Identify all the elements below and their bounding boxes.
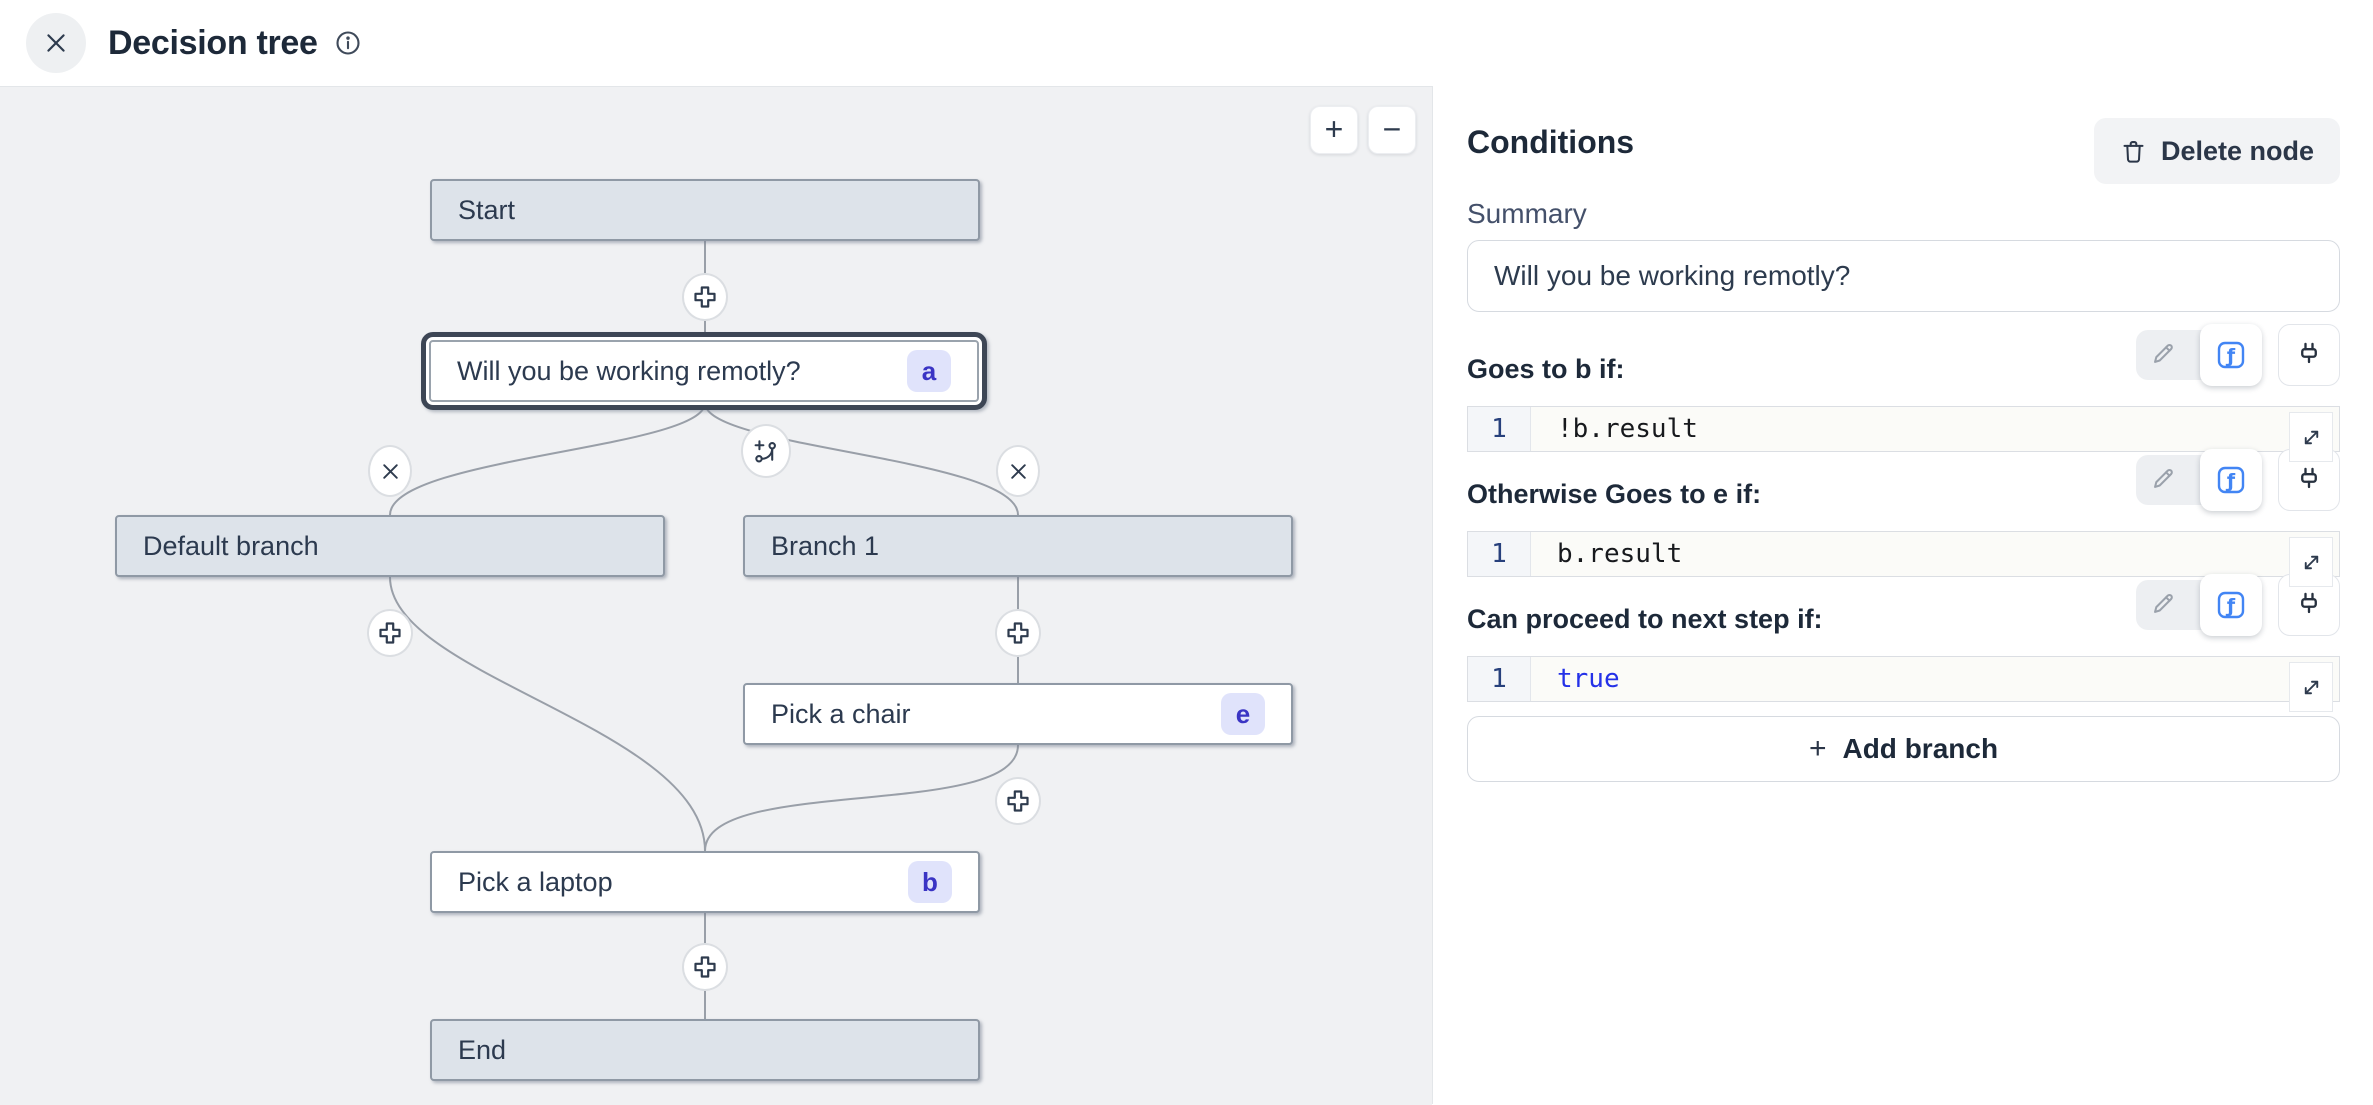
plus-icon xyxy=(1007,790,1029,812)
svg-text:ƒ: ƒ xyxy=(2225,470,2236,492)
plus-icon xyxy=(694,956,716,978)
svg-text:ƒ: ƒ xyxy=(2225,595,2236,617)
expand-editor-button[interactable] xyxy=(2289,412,2333,462)
node-badge: a xyxy=(907,350,951,392)
plus-glyph: + xyxy=(1324,110,1344,147)
node-badge: b xyxy=(908,861,952,903)
line-number: 1 xyxy=(1468,407,1531,451)
node-pick-a-chair[interactable]: Pick a chair e xyxy=(743,683,1293,745)
code-line[interactable]: true xyxy=(1557,664,1620,694)
line-number: 1 xyxy=(1468,657,1531,701)
code-line[interactable]: !b.result xyxy=(1557,414,1698,444)
node-label: Pick a laptop xyxy=(458,866,613,897)
add-branch-button[interactable]: + Add branch xyxy=(1467,716,2340,782)
plug-icon xyxy=(2301,342,2317,364)
expand-editor-button[interactable] xyxy=(2289,662,2333,712)
condition-label: Can proceed to next step if: xyxy=(1467,604,1823,634)
condition-label: Otherwise Goes to e if: xyxy=(1467,479,1762,509)
node-start[interactable]: Start xyxy=(430,179,980,241)
line-number: 1 xyxy=(1468,532,1531,576)
add-branch-connector[interactable] xyxy=(741,424,791,478)
edit-mode-button[interactable] xyxy=(2150,465,2177,492)
delete-branch-button[interactable] xyxy=(368,445,412,497)
delete-node-label: Delete node xyxy=(2160,135,2314,166)
add-step-connector[interactable] xyxy=(995,609,1041,657)
node-label: Pick a chair xyxy=(771,698,911,729)
editor-mode-controls: ƒ xyxy=(2136,449,2340,511)
plus-icon xyxy=(1007,622,1029,644)
x-icon xyxy=(1010,463,1026,479)
formula-icon: ƒ xyxy=(2217,591,2245,619)
expand-icon xyxy=(2304,680,2318,694)
node-label: Branch 1 xyxy=(771,530,880,561)
x-icon xyxy=(382,463,398,479)
plug-icon xyxy=(2301,467,2317,489)
info-button[interactable] xyxy=(334,29,362,57)
pencil-icon xyxy=(2154,343,2173,363)
code-editor[interactable]: 1 true xyxy=(1467,656,2340,712)
expand-icon xyxy=(2304,430,2318,444)
editor-mode-controls: ƒ xyxy=(2136,324,2340,386)
node-label: End xyxy=(458,1034,507,1065)
node-default-branch[interactable]: Default branch xyxy=(115,515,665,577)
condition-label: Goes to b if: xyxy=(1467,354,1625,384)
zoom-out-button[interactable]: − xyxy=(1368,106,1416,154)
delete-branch-button[interactable] xyxy=(996,445,1040,497)
add-step-connector[interactable] xyxy=(682,943,728,991)
condition-section-otherwise-goes-to-e: ƒ Otherwise Goes to e if: 1 b.result xyxy=(1467,449,2340,587)
plus-icon: + xyxy=(1808,732,1827,765)
formula-mode-button[interactable]: ƒ xyxy=(2200,324,2262,386)
svg-text:ƒ: ƒ xyxy=(2225,345,2236,367)
minus-glyph: − xyxy=(1382,110,1402,147)
add-step-connector[interactable] xyxy=(995,777,1041,825)
code-editor[interactable]: 1 b.result xyxy=(1467,531,2340,587)
summary-label: Summary xyxy=(1467,198,1587,229)
node-pick-a-laptop[interactable]: Pick a laptop b xyxy=(430,851,980,913)
panel-title: Conditions xyxy=(1467,124,1635,160)
conditions-panel: Conditions Delete node Summary ƒ Goes to… xyxy=(1432,0,2373,1104)
node-label: Start xyxy=(458,194,516,225)
add-step-connector[interactable] xyxy=(682,273,728,321)
plus-icon xyxy=(379,622,401,644)
delete-node-button[interactable]: Delete node xyxy=(2093,118,2340,184)
trash-icon xyxy=(2123,140,2144,163)
node-badge: e xyxy=(1221,693,1265,735)
add-step-connector[interactable] xyxy=(367,609,413,657)
node-end[interactable]: End xyxy=(430,1019,980,1081)
node-question[interactable]: Will you be working remotly? a xyxy=(429,340,979,402)
plus-icon xyxy=(694,286,716,308)
pencil-icon xyxy=(2154,593,2173,613)
flow-canvas[interactable]: Start Will you be working remotly? a Def… xyxy=(0,86,1432,1105)
close-icon xyxy=(47,34,65,52)
info-icon xyxy=(336,31,360,55)
page-title: Decision tree xyxy=(108,23,318,62)
add-branch-label: Add branch xyxy=(1842,733,1999,764)
node-label: Default branch xyxy=(143,530,319,561)
formula-icon: ƒ xyxy=(2217,341,2245,369)
formula-icon: ƒ xyxy=(2217,466,2245,494)
edit-mode-button[interactable] xyxy=(2150,590,2177,617)
formula-mode-button[interactable]: ƒ xyxy=(2200,574,2262,636)
app-header: Decision tree xyxy=(0,0,2373,86)
edit-mode-button[interactable] xyxy=(2150,340,2177,367)
condition-section-can-proceed: ƒ Can proceed to next step if: 1 true xyxy=(1467,574,2340,712)
code-editor[interactable]: 1 !b.result xyxy=(1467,406,2340,462)
expand-icon xyxy=(2304,555,2318,569)
close-button[interactable] xyxy=(26,13,86,73)
branch-split-icon xyxy=(754,439,776,463)
code-line[interactable]: b.result xyxy=(1557,539,1683,569)
condition-section-goes-to-b: ƒ Goes to b if: 1 !b.result xyxy=(1467,324,2340,462)
node-question-selected[interactable]: Will you be working remotly? a xyxy=(421,332,987,410)
summary-input[interactable] xyxy=(1467,240,2340,312)
formula-mode-button[interactable]: ƒ xyxy=(2200,449,2262,511)
node-branch-1[interactable]: Branch 1 xyxy=(743,515,1293,577)
pencil-icon xyxy=(2154,468,2173,488)
zoom-in-button[interactable]: + xyxy=(1310,106,1358,154)
node-label: Will you be working remotly? xyxy=(457,355,801,386)
plug-icon xyxy=(2301,592,2317,614)
connect-variable-button[interactable] xyxy=(2278,324,2340,386)
expand-editor-button[interactable] xyxy=(2289,537,2333,587)
